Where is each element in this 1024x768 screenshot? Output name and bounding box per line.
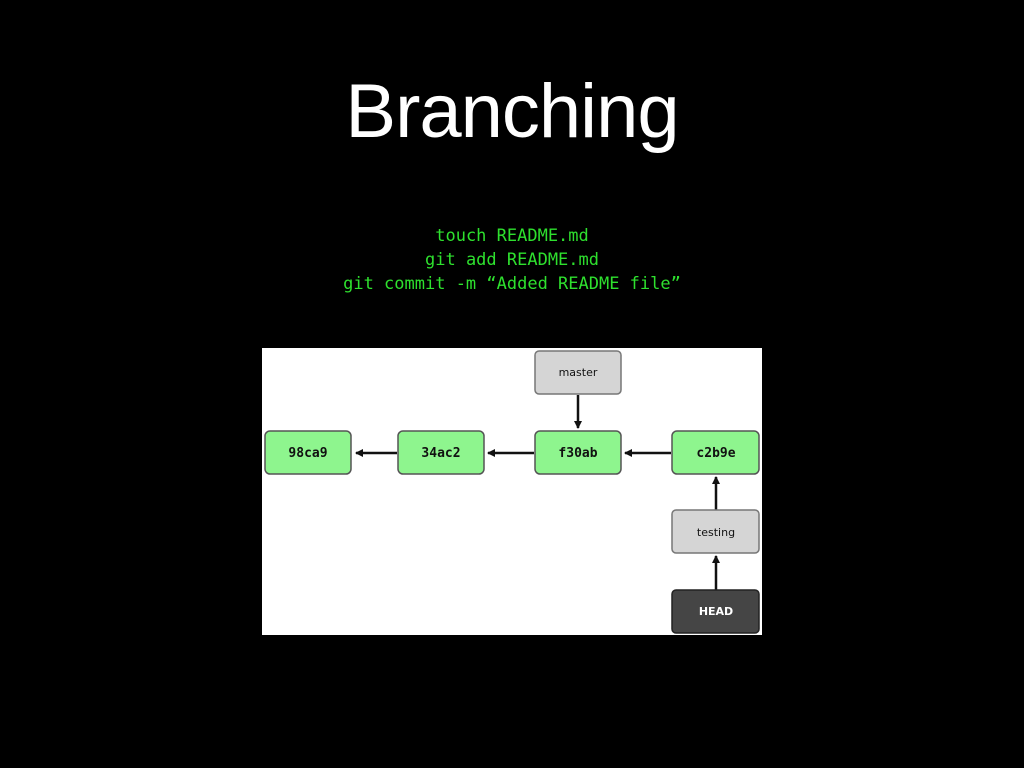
branch-testing: testing [671,509,760,554]
code-line-git-commit: git commit -m “Added README file” [343,274,681,294]
branch-diagram: 98ca9 34ac2 f30ab c2b9e master testing H… [262,348,762,635]
commit-label-c2b9e: c2b9e [696,446,735,461]
commit-label-f30ab: f30ab [558,446,597,461]
branch-master-label: master [559,366,598,379]
branch-master: master [534,350,622,395]
slide-title: Branching [345,69,679,154]
commit-node-c2b9e: c2b9e [671,430,760,475]
commit-label-98ca9: 98ca9 [288,446,327,461]
code-line-git-add: git add README.md [425,250,599,270]
commit-node-34ac2: 34ac2 [397,430,485,475]
commit-node-f30ab: f30ab [534,430,622,475]
head-label: HEAD [699,605,733,618]
code-line-touch: touch README.md [435,226,589,246]
branch-diagram-svg: 98ca9 34ac2 f30ab c2b9e master testing H… [264,350,760,634]
head-pointer: HEAD [671,589,760,634]
code-block: touch README.md git add README.md git co… [0,224,1024,296]
commit-node-98ca9: 98ca9 [264,430,352,475]
branch-testing-label: testing [697,526,735,539]
commit-label-34ac2: 34ac2 [421,446,460,461]
